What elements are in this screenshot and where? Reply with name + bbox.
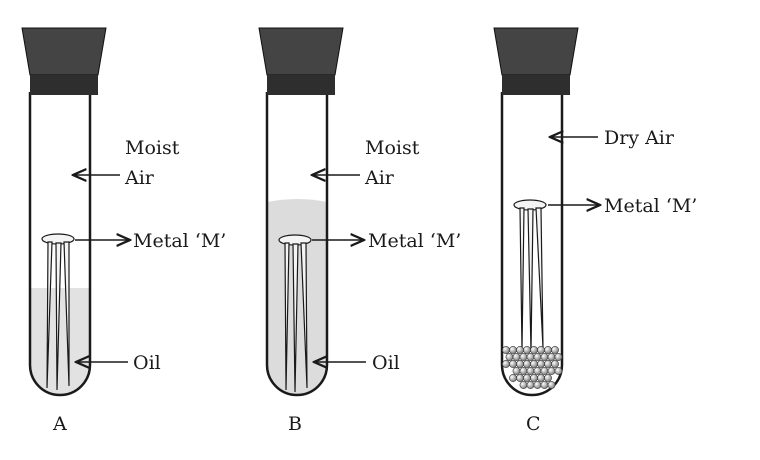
oil-label: Oil bbox=[133, 352, 161, 374]
granule bbox=[554, 367, 563, 375]
tube-caption: A bbox=[52, 413, 67, 435]
granule bbox=[540, 353, 549, 361]
granule bbox=[519, 381, 528, 389]
metal-label: Metal ‘M’ bbox=[133, 230, 226, 252]
test-tube-b: Moist Air Metal ‘M’ Oil B bbox=[258, 27, 461, 435]
granule bbox=[530, 346, 538, 354]
granule bbox=[502, 346, 510, 354]
iron-nails bbox=[278, 234, 312, 393]
granule bbox=[551, 346, 559, 354]
granule bbox=[537, 374, 545, 382]
granule bbox=[551, 360, 559, 368]
oil-label: Oil bbox=[372, 352, 400, 374]
drying-agent-granules bbox=[502, 346, 563, 389]
iron-nails bbox=[41, 233, 75, 391]
metal-label: Metal ‘M’ bbox=[604, 195, 697, 217]
granule bbox=[516, 360, 524, 368]
granule bbox=[502, 360, 510, 368]
granule bbox=[540, 381, 549, 389]
granule bbox=[523, 374, 531, 382]
granule bbox=[544, 360, 552, 368]
granule bbox=[526, 353, 535, 361]
granule bbox=[519, 353, 528, 361]
air-label-line1: Moist bbox=[365, 137, 420, 159]
granule bbox=[547, 381, 556, 389]
test-tube-a: Moist Air Metal ‘M’ Oil A bbox=[21, 27, 226, 435]
granule bbox=[547, 353, 556, 361]
tube-caption: B bbox=[288, 413, 302, 435]
rubber-stopper bbox=[493, 27, 579, 76]
granule bbox=[530, 374, 538, 382]
granule bbox=[547, 367, 556, 375]
tube-caption: C bbox=[526, 413, 541, 435]
granule bbox=[509, 360, 517, 368]
rubber-stopper bbox=[258, 27, 344, 76]
granule bbox=[537, 360, 545, 368]
granule bbox=[537, 346, 545, 354]
air-label: Dry Air bbox=[604, 127, 675, 149]
test-tube-c: Dry Air Metal ‘M’ C bbox=[493, 27, 697, 435]
granule bbox=[523, 346, 531, 354]
air-label-line1: Moist bbox=[125, 137, 180, 159]
granule bbox=[512, 353, 521, 361]
stopper-base bbox=[502, 75, 570, 95]
iron-nails bbox=[513, 199, 547, 353]
granule bbox=[505, 353, 514, 361]
granule bbox=[533, 381, 542, 389]
granule bbox=[533, 353, 542, 361]
granule bbox=[509, 346, 517, 354]
granule bbox=[540, 367, 549, 375]
granule bbox=[544, 374, 552, 382]
metal-label: Metal ‘M’ bbox=[368, 230, 461, 252]
stopper-base bbox=[267, 75, 335, 95]
tube-glass bbox=[500, 92, 564, 397]
air-label-line2: Air bbox=[364, 167, 395, 189]
granule bbox=[523, 360, 531, 368]
granule bbox=[533, 367, 542, 375]
granule bbox=[526, 367, 535, 375]
granule bbox=[530, 360, 538, 368]
granule bbox=[516, 374, 524, 382]
granule bbox=[512, 367, 521, 375]
tube-glass bbox=[28, 92, 92, 397]
granule bbox=[544, 346, 552, 354]
granule bbox=[516, 346, 524, 354]
air-label-line2: Air bbox=[124, 167, 155, 189]
granule bbox=[509, 374, 517, 382]
tube-glass bbox=[265, 92, 329, 397]
rubber-stopper bbox=[21, 27, 107, 76]
granule bbox=[526, 381, 535, 389]
granule bbox=[554, 353, 563, 361]
stopper-base bbox=[30, 75, 98, 95]
oil-layer bbox=[30, 288, 90, 395]
granule bbox=[519, 367, 528, 375]
